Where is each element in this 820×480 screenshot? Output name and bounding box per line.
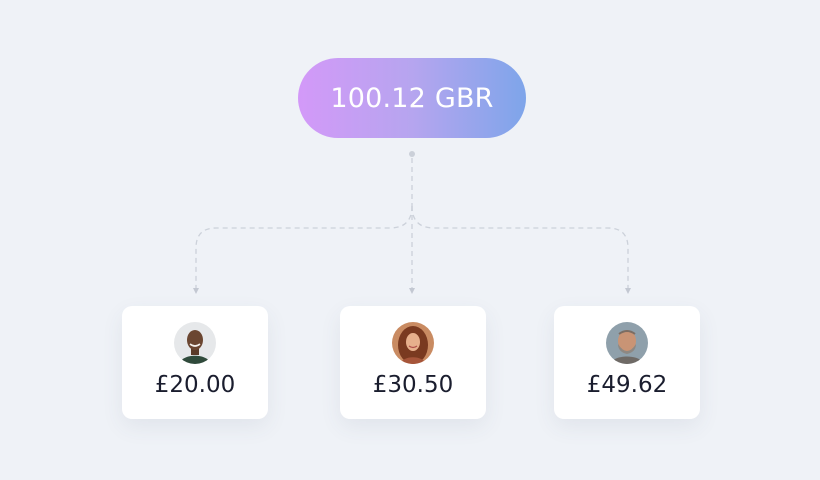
arrowhead-center xyxy=(409,288,415,294)
total-amount-pill: 100.12 GBR xyxy=(298,58,526,138)
arrowhead-right xyxy=(625,288,631,294)
recipient-card-1[interactable]: £20.00 xyxy=(122,306,268,419)
connector-branch-right xyxy=(411,205,629,288)
total-amount-label: 100.12 GBR xyxy=(330,82,494,114)
recipient-card-2[interactable]: £30.50 xyxy=(340,306,486,419)
recipient-amount: £30.50 xyxy=(372,372,454,398)
person-avatar-icon xyxy=(174,322,216,364)
connector-branch-left xyxy=(195,205,413,288)
person-avatar-icon xyxy=(392,322,434,364)
recipient-card-3[interactable]: £49.62 xyxy=(554,306,700,419)
connector-origin-dot xyxy=(409,151,415,157)
recipient-amount: £20.00 xyxy=(154,372,236,398)
arrowhead-left xyxy=(193,288,199,294)
person-avatar-icon xyxy=(606,322,648,364)
recipient-amount: £49.62 xyxy=(586,372,668,398)
